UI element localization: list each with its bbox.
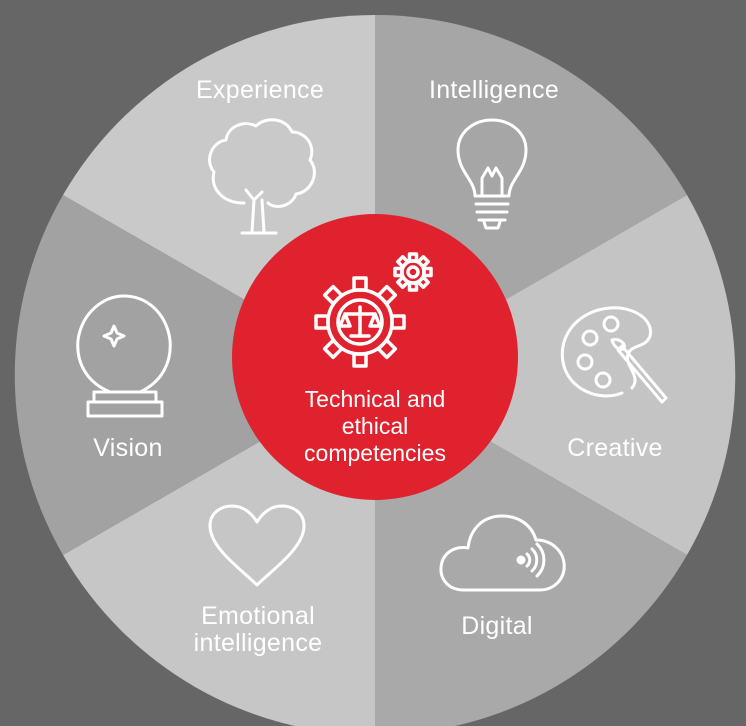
segment-label-emotional-line1: Emotional <box>201 602 315 630</box>
palette-icon <box>560 306 668 404</box>
tree-icon <box>208 118 316 235</box>
segment-label-vision: Vision <box>93 434 163 462</box>
lightbulb-icon <box>456 118 528 230</box>
segment-label-emotional-intelligence: Emotional intelligence <box>194 603 323 657</box>
center-circle <box>232 214 518 500</box>
cloud-icon <box>439 514 566 592</box>
center-label: Technical and ethical competencies <box>265 386 485 467</box>
center-label-line2: ethical <box>341 413 409 439</box>
segment-creative <box>375 195 736 555</box>
segment-label-intelligence: Intelligence <box>428 76 560 104</box>
heart-icon <box>208 504 306 587</box>
gear-scales-icon <box>314 252 433 368</box>
center-label-line1: Technical and <box>304 386 446 412</box>
crystal-ball-icon <box>76 294 172 418</box>
segment-vision <box>14 195 376 555</box>
segment-label-emotional-line2: intelligence <box>193 629 323 657</box>
segment-label-digital: Digital <box>461 612 533 640</box>
segment-label-experience: Experience <box>195 76 325 104</box>
center-label-line3: competencies <box>304 440 446 466</box>
segment-label-creative: Creative <box>567 434 663 462</box>
